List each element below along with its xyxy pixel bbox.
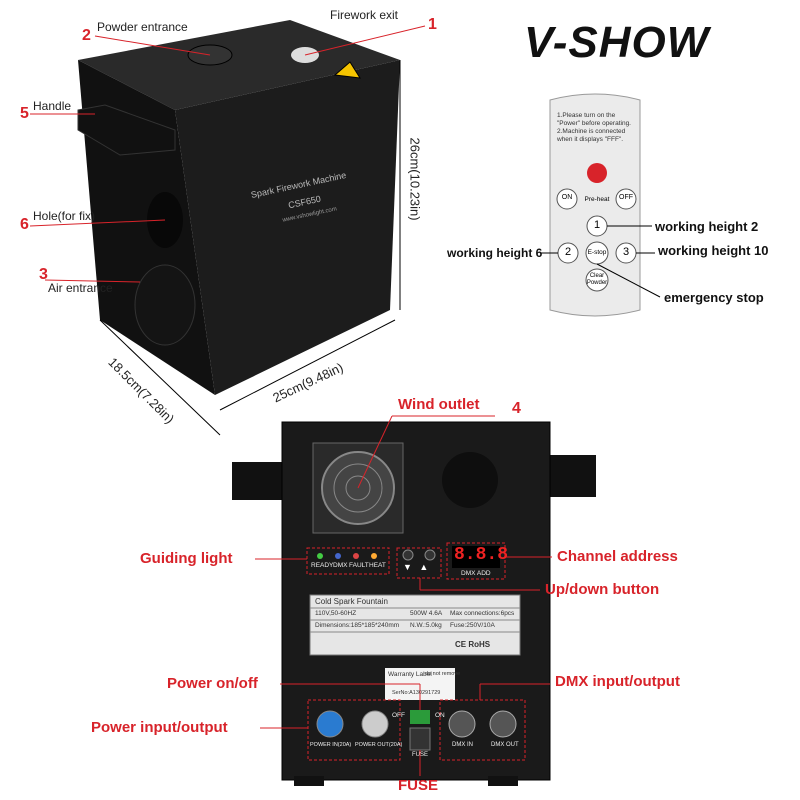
- plate-r1c1: 110V,50-60HZ: [315, 610, 357, 617]
- remote-btn-1: 1: [593, 219, 601, 231]
- callout-label-air: Air entrance: [48, 281, 113, 295]
- serial-number: SerNo:A130291729: [392, 690, 441, 696]
- dimension-height: 26cm(10.23in): [407, 137, 423, 221]
- label-working-height-2: working height 2: [655, 219, 759, 234]
- machine-top-view: [77, 20, 400, 395]
- wind-outlet-cap: [442, 452, 498, 508]
- remote-off-label: OFF: [619, 194, 633, 201]
- plate-r2c1: Dimensions:185*185*240mm: [315, 622, 400, 629]
- label-emergency-stop: emergency stop: [664, 290, 764, 305]
- plate-marks: CE RoHS: [455, 640, 491, 649]
- callout-wind-num: 4: [512, 400, 521, 417]
- callout-wind-outlet: Wind outlet: [398, 396, 480, 413]
- switch-off-label: OFF: [392, 712, 405, 719]
- remote-instructions: 1.Please turn on the "Power" before oper…: [557, 112, 631, 143]
- fuse-small-label: FUSE: [412, 752, 429, 758]
- warranty-note: do not remove: [425, 671, 461, 677]
- dmx-out-label: DMX OUT: [491, 742, 519, 748]
- updown-arrows: ▼ ▲: [403, 562, 429, 572]
- handle-shape: [77, 104, 176, 156]
- plate-r1c3: Max connections:6pcs: [450, 610, 515, 617]
- label-working-height-6: working height 6: [447, 246, 543, 260]
- callout-fuse: FUSE: [398, 777, 439, 794]
- remote-estop-label: E-stop: [587, 249, 607, 256]
- dmx-in-label: DMX IN: [452, 742, 473, 748]
- air-entrance-vent: [134, 264, 196, 346]
- callout-label-handle: Handle: [33, 99, 72, 113]
- callout-guiding-light: Guiding light: [140, 550, 233, 567]
- warranty-label: Warranty Label: [388, 671, 432, 678]
- callout-num-handle: 5: [20, 105, 29, 122]
- callout-label-powder: Powder entrance: [97, 20, 188, 34]
- brand-logo: V-SHOW: [524, 18, 710, 67]
- remote-on-label: ON: [561, 194, 573, 201]
- led-dmx-label: DMX: [333, 562, 348, 569]
- callout-label-hole: Hole(for fix): [33, 209, 96, 223]
- plate-title: Cold Spark Fountain: [315, 597, 388, 606]
- led-ready-label: READY: [311, 562, 334, 569]
- dmx-in-connector: [448, 710, 476, 738]
- callout-updown: Up/down button: [545, 581, 660, 598]
- power-out-label: POWER OUT(20A): [355, 742, 403, 748]
- callout-num-powder: 2: [82, 27, 91, 44]
- remote-power-button: [587, 163, 607, 183]
- callout-label-firework: Firework exit: [330, 8, 399, 22]
- led-fault-label: FAULT: [349, 562, 369, 569]
- dmx-add-label: DMX ADD: [461, 570, 491, 577]
- plate-r1c2: 500W 4.6A: [410, 610, 443, 617]
- callout-num-air: 3: [39, 266, 48, 283]
- remote-clear-label: Clear Powder: [586, 273, 608, 286]
- dmx-display: 8.8.8: [454, 545, 509, 565]
- callout-channel-address: Channel address: [557, 548, 678, 565]
- remote-btn-2: 2: [564, 246, 572, 258]
- remote-btn-3: 3: [622, 246, 630, 258]
- dmx-out-connector: [489, 710, 517, 738]
- callout-num-hole: 6: [20, 216, 29, 233]
- callout-dmx-io: DMX input/output: [555, 673, 680, 690]
- plate-r2c2: N.W.:5.0kg: [410, 622, 442, 629]
- led-heat-label: HEAT: [369, 562, 386, 569]
- remote-control: [549, 93, 641, 317]
- power-in-connector: [316, 710, 344, 738]
- power-in-label: POWER IN(20A): [310, 742, 352, 748]
- machine-back-view: [232, 421, 596, 786]
- callout-power-onoff: Power on/off: [167, 675, 258, 692]
- remote-preheat-label: Pre-heat: [584, 196, 610, 203]
- power-out-connector: [361, 710, 389, 738]
- warning-triangle: [333, 61, 361, 79]
- plate-r2c3: Fuse:250V/10A: [450, 622, 495, 629]
- callout-num-firework: 1: [428, 16, 437, 33]
- callout-power-io: Power input/output: [91, 719, 228, 736]
- switch-on-label: ON: [435, 712, 445, 719]
- label-working-height-10: working height 10: [658, 243, 769, 258]
